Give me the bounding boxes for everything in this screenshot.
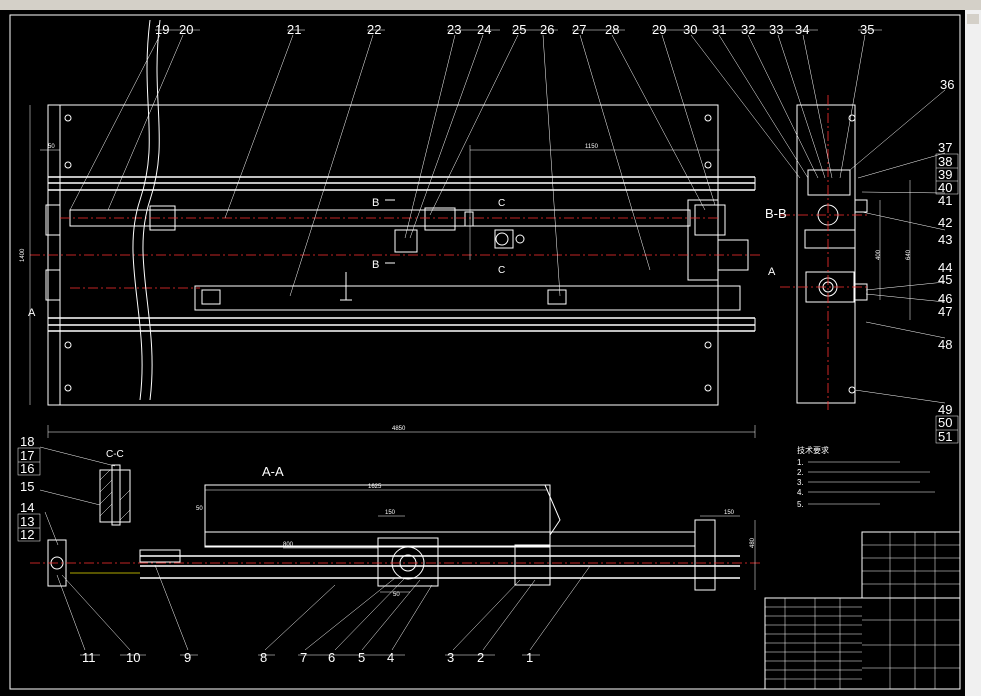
part-label-7: 7	[300, 650, 307, 665]
part-label-15: 15	[20, 479, 34, 494]
part-label-16: 16	[20, 461, 34, 476]
part-label-18: 18	[20, 434, 34, 449]
dim-span: 1150	[585, 144, 599, 150]
vertical-scrollbar[interactable]	[965, 10, 981, 696]
title-block	[764, 531, 961, 690]
section-aa-title: A-A	[262, 464, 284, 479]
part-label-26: 26	[540, 22, 554, 37]
dim-aa-480: 480	[750, 537, 756, 548]
dim-aa-50: 50	[393, 592, 400, 598]
part-label-22: 22	[367, 22, 381, 37]
note-1: 1.	[797, 458, 804, 467]
part-label-43: 43	[938, 232, 952, 247]
part-label-47: 47	[938, 304, 952, 319]
section-bb-view	[780, 95, 911, 410]
part-label-46: 46	[938, 291, 952, 306]
part-label-11: 11	[82, 650, 96, 665]
part-label-39: 39	[938, 167, 952, 182]
leader-lines	[39, 29, 946, 656]
dimension-texts: 4850 1400 1150 50 1625 150 150 800 50 48…	[20, 144, 912, 598]
part-label-40: 40	[938, 180, 952, 195]
part-label-4: 4	[387, 650, 394, 665]
part-label-34: 34	[795, 22, 809, 37]
section-cc-title: C-C	[106, 449, 124, 460]
dim-left-offset: 50	[48, 144, 55, 150]
part-label-44: 44	[938, 260, 952, 275]
dim-height: 1400	[20, 248, 26, 262]
part-label-23: 23	[447, 22, 461, 37]
part-label-29: 29	[652, 22, 666, 37]
part-label-38: 38	[938, 154, 952, 169]
part-label-3: 3	[447, 650, 454, 665]
section-cc-view	[99, 464, 131, 526]
marker-b-bottom: B	[372, 259, 379, 271]
part-label-32: 32	[741, 22, 755, 37]
part-number-labels: 19 20 21 22 23 24 25 26 27 28 29 30 31 3…	[20, 22, 954, 665]
part-label-51: 51	[938, 429, 952, 444]
part-label-9: 9	[184, 650, 191, 665]
dim-aa-800: 800	[283, 542, 294, 548]
part-label-50: 50	[938, 415, 952, 430]
part-label-48: 48	[938, 337, 952, 352]
part-label-2: 2	[477, 650, 484, 665]
note-2: 2.	[797, 468, 804, 477]
dim-bb-640: 640	[906, 249, 912, 260]
part-label-1: 1	[526, 650, 533, 665]
part-label-35: 35	[860, 22, 874, 37]
dim-overall-length: 4850	[392, 426, 406, 432]
part-label-27: 27	[572, 22, 586, 37]
notes-heading: 技术要求	[797, 445, 829, 455]
part-label-41: 41	[938, 193, 952, 208]
part-label-13: 13	[20, 514, 34, 529]
technical-notes: 技术要求 1. 2. 3. 4. 5.	[797, 445, 935, 509]
note-5: 5.	[797, 500, 804, 509]
window-top-strip	[0, 0, 981, 10]
marker-c-bottom: C	[498, 265, 505, 276]
dim-bb-400: 400	[876, 249, 882, 260]
part-label-45: 45	[938, 272, 952, 287]
part-label-33: 33	[769, 22, 783, 37]
view-labels: A-A B-B C-C A A B B C C	[28, 197, 787, 479]
note-3: 3.	[797, 478, 804, 487]
part-label-12: 12	[20, 527, 34, 542]
part-label-14: 14	[20, 500, 34, 515]
dim-aa-150b: 150	[724, 510, 735, 516]
part-label-6: 6	[328, 650, 335, 665]
scroll-up-button[interactable]	[967, 14, 979, 24]
section-aa-view	[30, 484, 760, 593]
dim-aa-50b: 50	[196, 506, 203, 512]
dim-aa-150a: 150	[385, 510, 396, 516]
part-label-37: 37	[938, 140, 952, 155]
dim-aa-1625: 1625	[368, 484, 382, 490]
part-label-42: 42	[938, 215, 952, 230]
part-label-21: 21	[287, 22, 301, 37]
part-label-17: 17	[20, 448, 34, 463]
marker-c-top: C	[498, 198, 505, 209]
part-label-10: 10	[126, 650, 140, 665]
part-label-24: 24	[477, 22, 491, 37]
marker-b-top: B	[372, 197, 379, 209]
label-boxes	[17, 153, 959, 542]
plan-view	[29, 19, 760, 438]
part-label-49: 49	[938, 402, 952, 417]
note-4: 4.	[797, 488, 804, 497]
part-label-30: 30	[683, 22, 697, 37]
section-bb-title: B-B	[765, 206, 787, 221]
part-label-36: 36	[940, 77, 954, 92]
part-label-31: 31	[712, 22, 726, 37]
part-label-28: 28	[605, 22, 619, 37]
part-label-25: 25	[512, 22, 526, 37]
model-space	[0, 10, 965, 696]
part-label-19: 19	[155, 22, 169, 37]
part-label-5: 5	[358, 650, 365, 665]
marker-a-left: A	[28, 307, 36, 319]
marker-a-right: A	[768, 266, 776, 278]
part-label-20: 20	[179, 22, 193, 37]
drawing-border	[9, 14, 961, 690]
part-label-8: 8	[260, 650, 267, 665]
